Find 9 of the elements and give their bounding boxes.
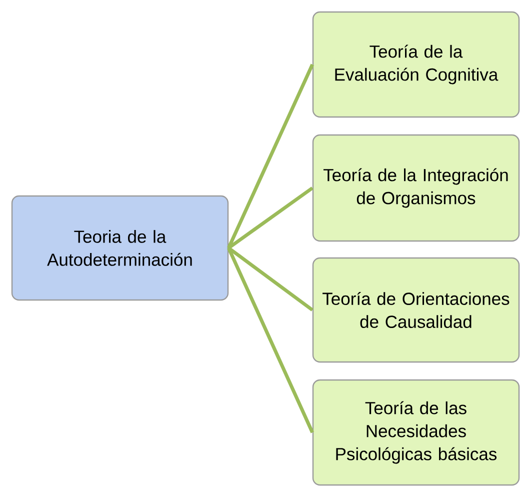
subtheory-box: Teoría de la Integración de Organismos [312,134,520,242]
connector-line [228,246,314,312]
subtheory-box: Teoría de la Evaluación Cognitiva [312,11,520,118]
subtheory-box: Teoría de Orientaciones de Causalidad [312,257,520,363]
connector-line [228,186,314,250]
connector-line [227,247,314,434]
topic-box: Teoria de la Autodeterminación [11,195,229,301]
connector-line [227,64,314,249]
subtheory-box: Teoría de las Necesidades Psicológicas básicas [312,379,520,486]
